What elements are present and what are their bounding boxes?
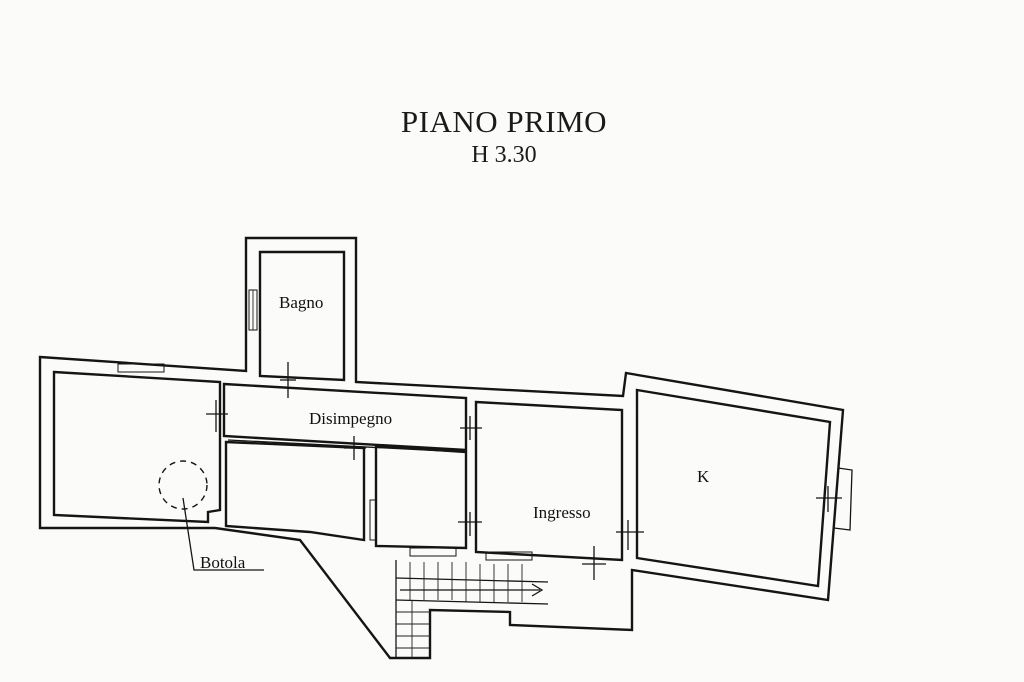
- hatch-botola: [158, 460, 264, 571]
- staircase: [395, 560, 549, 658]
- stair-room: [369, 444, 468, 550]
- room-label-ingresso: Ingresso: [533, 503, 591, 522]
- room-label-kitchen: K: [697, 467, 710, 486]
- plan-title: PIANO PRIMO: [400, 104, 608, 139]
- room-label-disimpegno: Disimpegno: [309, 409, 392, 428]
- outer-walls: [38, 236, 845, 660]
- room-label-bagno: Bagno: [279, 293, 323, 312]
- ceiling-height-label: H 3.30: [471, 142, 537, 168]
- ingresso-room: [409, 400, 624, 562]
- door-marks: [206, 362, 842, 580]
- top-window: [117, 363, 165, 373]
- annotation-botola: Botola: [200, 553, 246, 572]
- middle-room: [224, 440, 366, 542]
- bagno-window: [248, 289, 258, 331]
- kitchen-window: [833, 467, 853, 531]
